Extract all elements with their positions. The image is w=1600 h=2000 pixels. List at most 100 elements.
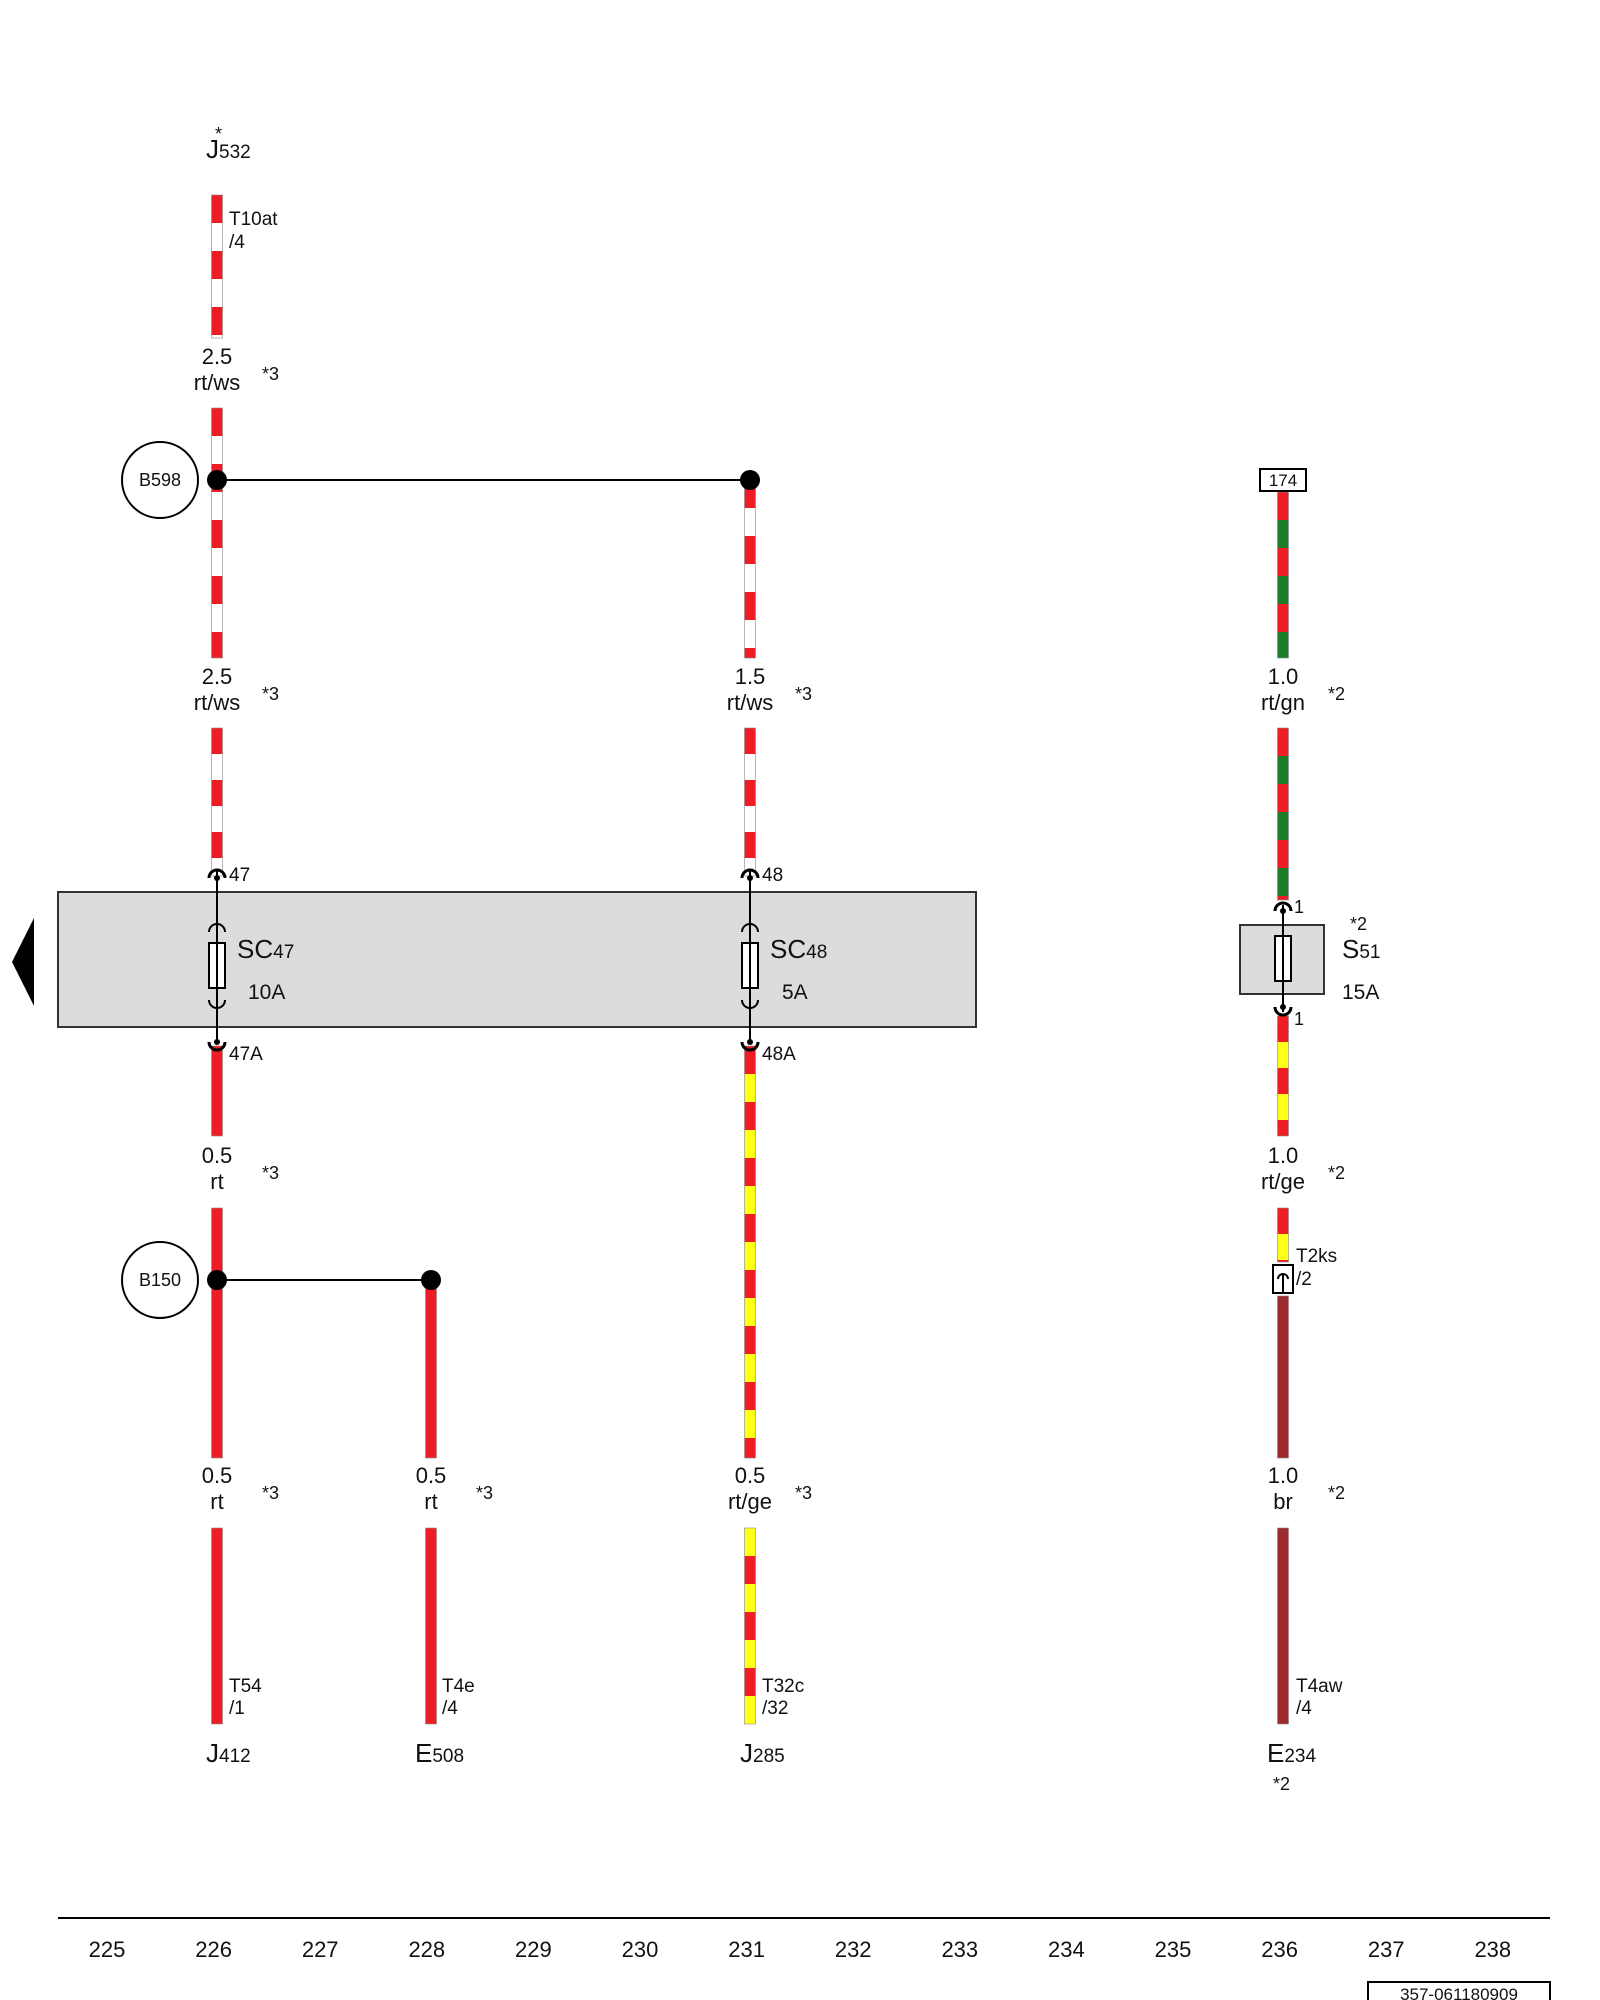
wire-label-w1: 2.5 rt/ws *3 — [194, 344, 279, 395]
fuse-sc47-pin-out: 47A — [229, 1044, 263, 1065]
svg-text:2.5: 2.5 — [202, 344, 233, 369]
wire-segment — [211, 194, 223, 339]
svg-text:2.5: 2.5 — [202, 664, 233, 689]
track-number: 225 — [89, 1937, 126, 1962]
connector-t4aw: T4aw — [1296, 1676, 1343, 1697]
connector-t32c-pin: /32 — [762, 1698, 788, 1719]
track-number: 237 — [1368, 1937, 1405, 1962]
track-number: 227 — [302, 1937, 339, 1962]
connector-t4e-pin: /4 — [442, 1698, 458, 1719]
fuse-s51-pin-out: 1 — [1294, 1009, 1304, 1029]
wire-label-w5: 0.5 rt *3 — [202, 1143, 279, 1194]
connector-t10at-pin: /4 — [229, 232, 245, 253]
junction-dot — [207, 1270, 227, 1290]
connector-t2ks-symbol[interactable] — [1272, 1264, 1294, 1294]
component-j532[interactable]: J532 — [206, 134, 251, 164]
svg-text:*3: *3 — [476, 1483, 493, 1503]
svg-text:*2: *2 — [1328, 1483, 1345, 1503]
reference-box[interactable] — [1259, 468, 1307, 492]
component-e508[interactable]: E508 — [415, 1738, 464, 1768]
wire-segment — [211, 1527, 223, 1725]
wire-label-w7: 0.5 rt *3 — [202, 1463, 279, 1514]
wire-segment — [744, 1045, 756, 1459]
fuse-sc47-rating: 10A — [248, 981, 285, 1004]
svg-text:rt/ge: rt/ge — [728, 1489, 772, 1514]
wire-segment — [1277, 1295, 1289, 1459]
svg-text:0.5: 0.5 — [735, 1463, 766, 1488]
track-number: 233 — [941, 1937, 978, 1962]
reference-number: 174 — [1269, 471, 1297, 490]
fuse-sc48-label: SC48 — [770, 934, 827, 964]
svg-text:0.5: 0.5 — [202, 1463, 233, 1488]
wire-segment — [211, 407, 223, 659]
wire-segment — [1277, 727, 1289, 901]
junction-dot — [207, 470, 227, 490]
wire-segment — [1277, 491, 1289, 659]
connector-t4aw-pin: /4 — [1296, 1698, 1312, 1719]
fuse-sc47[interactable] — [207, 868, 227, 1052]
splice-b598-circle[interactable] — [121, 441, 199, 519]
track-number: 228 — [408, 1937, 445, 1962]
component-j285[interactable]: J285 — [740, 1738, 785, 1768]
track-number: 226 — [195, 1937, 232, 1962]
fuse-sc48-rating: 5A — [782, 981, 808, 1004]
wire-label-w9: 0.5 rt/ge *3 — [728, 1463, 812, 1514]
svg-text:0.5: 0.5 — [416, 1463, 447, 1488]
wire-label-w2: 2.5 rt/ws *3 — [194, 664, 279, 715]
wire-label-w3: 1.5 rt/ws *3 — [727, 664, 812, 715]
track-number: 231 — [728, 1937, 765, 1962]
fuse-sc48[interactable] — [740, 868, 760, 1052]
wire-segment — [425, 1279, 437, 1459]
track-number: 238 — [1474, 1937, 1511, 1962]
component-e234[interactable]: E234 — [1267, 1738, 1316, 1768]
wire-segment — [211, 1045, 223, 1137]
svg-text:rt: rt — [210, 1169, 223, 1194]
wire-segment — [211, 727, 223, 877]
wire-segments — [211, 194, 1289, 1725]
wire-label-w8: 0.5 rt *3 — [416, 1463, 493, 1514]
svg-text:*2: *2 — [1328, 1163, 1345, 1183]
wire-segment — [1277, 1207, 1289, 1263]
splice-b150-label: B150 — [139, 1270, 181, 1290]
fuse-s51-label: S51 — [1342, 934, 1380, 964]
svg-text:*2: *2 — [1328, 684, 1345, 704]
fuse-sc48-pin-out: 48A — [762, 1044, 796, 1065]
track-number: 232 — [835, 1937, 872, 1962]
track-number: 236 — [1261, 1937, 1298, 1962]
wire-label-w4: 1.0 rt/gn *2 — [1261, 664, 1345, 715]
svg-text:rt/gn: rt/gn — [1261, 690, 1305, 715]
fuse-s51[interactable] — [1273, 901, 1293, 1017]
connector-t10at: T10at — [229, 209, 278, 230]
svg-text:rt/ws: rt/ws — [727, 690, 773, 715]
svg-text:*3: *3 — [795, 1483, 812, 1503]
fuse-s51-rating: 15A — [1342, 981, 1379, 1004]
svg-text:1.0: 1.0 — [1268, 664, 1299, 689]
doc-id-box — [1367, 1981, 1551, 2000]
svg-text:rt: rt — [424, 1489, 437, 1514]
svg-text:1.0: 1.0 — [1268, 1143, 1299, 1168]
fuse-sc48-pin-in: 48 — [762, 865, 783, 886]
svg-text:1.5: 1.5 — [735, 664, 766, 689]
track-number: 229 — [515, 1937, 552, 1962]
component-j532-star: * — [215, 124, 222, 144]
wire-label-w6: 1.0 rt/ge *2 — [1261, 1143, 1345, 1194]
component-j412[interactable]: J412 — [206, 1738, 251, 1768]
doc-id: 357-061180909 — [1400, 1985, 1518, 2000]
wire-segment — [744, 1527, 756, 1725]
svg-text:*3: *3 — [262, 364, 279, 384]
svg-text:0.5: 0.5 — [202, 1143, 233, 1168]
fuse-carrier-box — [57, 891, 977, 1028]
fuse-s51-pin-in: 1 — [1294, 897, 1304, 917]
splice-b150-circle[interactable] — [121, 1241, 199, 1319]
wire-segment — [1277, 1527, 1289, 1725]
component-e234-note: *2 — [1273, 1774, 1290, 1794]
junction-dot — [421, 1270, 441, 1290]
page-continuation-arrow[interactable] — [12, 918, 34, 1006]
fuse-sc47-pin-in: 47 — [229, 865, 250, 886]
fuse-sc47-label: SC47 — [237, 934, 294, 964]
svg-text:*3: *3 — [795, 684, 812, 704]
svg-text:*3: *3 — [262, 684, 279, 704]
fuse-s51-note: *2 — [1350, 914, 1367, 934]
connector-t54-pin: /1 — [229, 1698, 245, 1719]
